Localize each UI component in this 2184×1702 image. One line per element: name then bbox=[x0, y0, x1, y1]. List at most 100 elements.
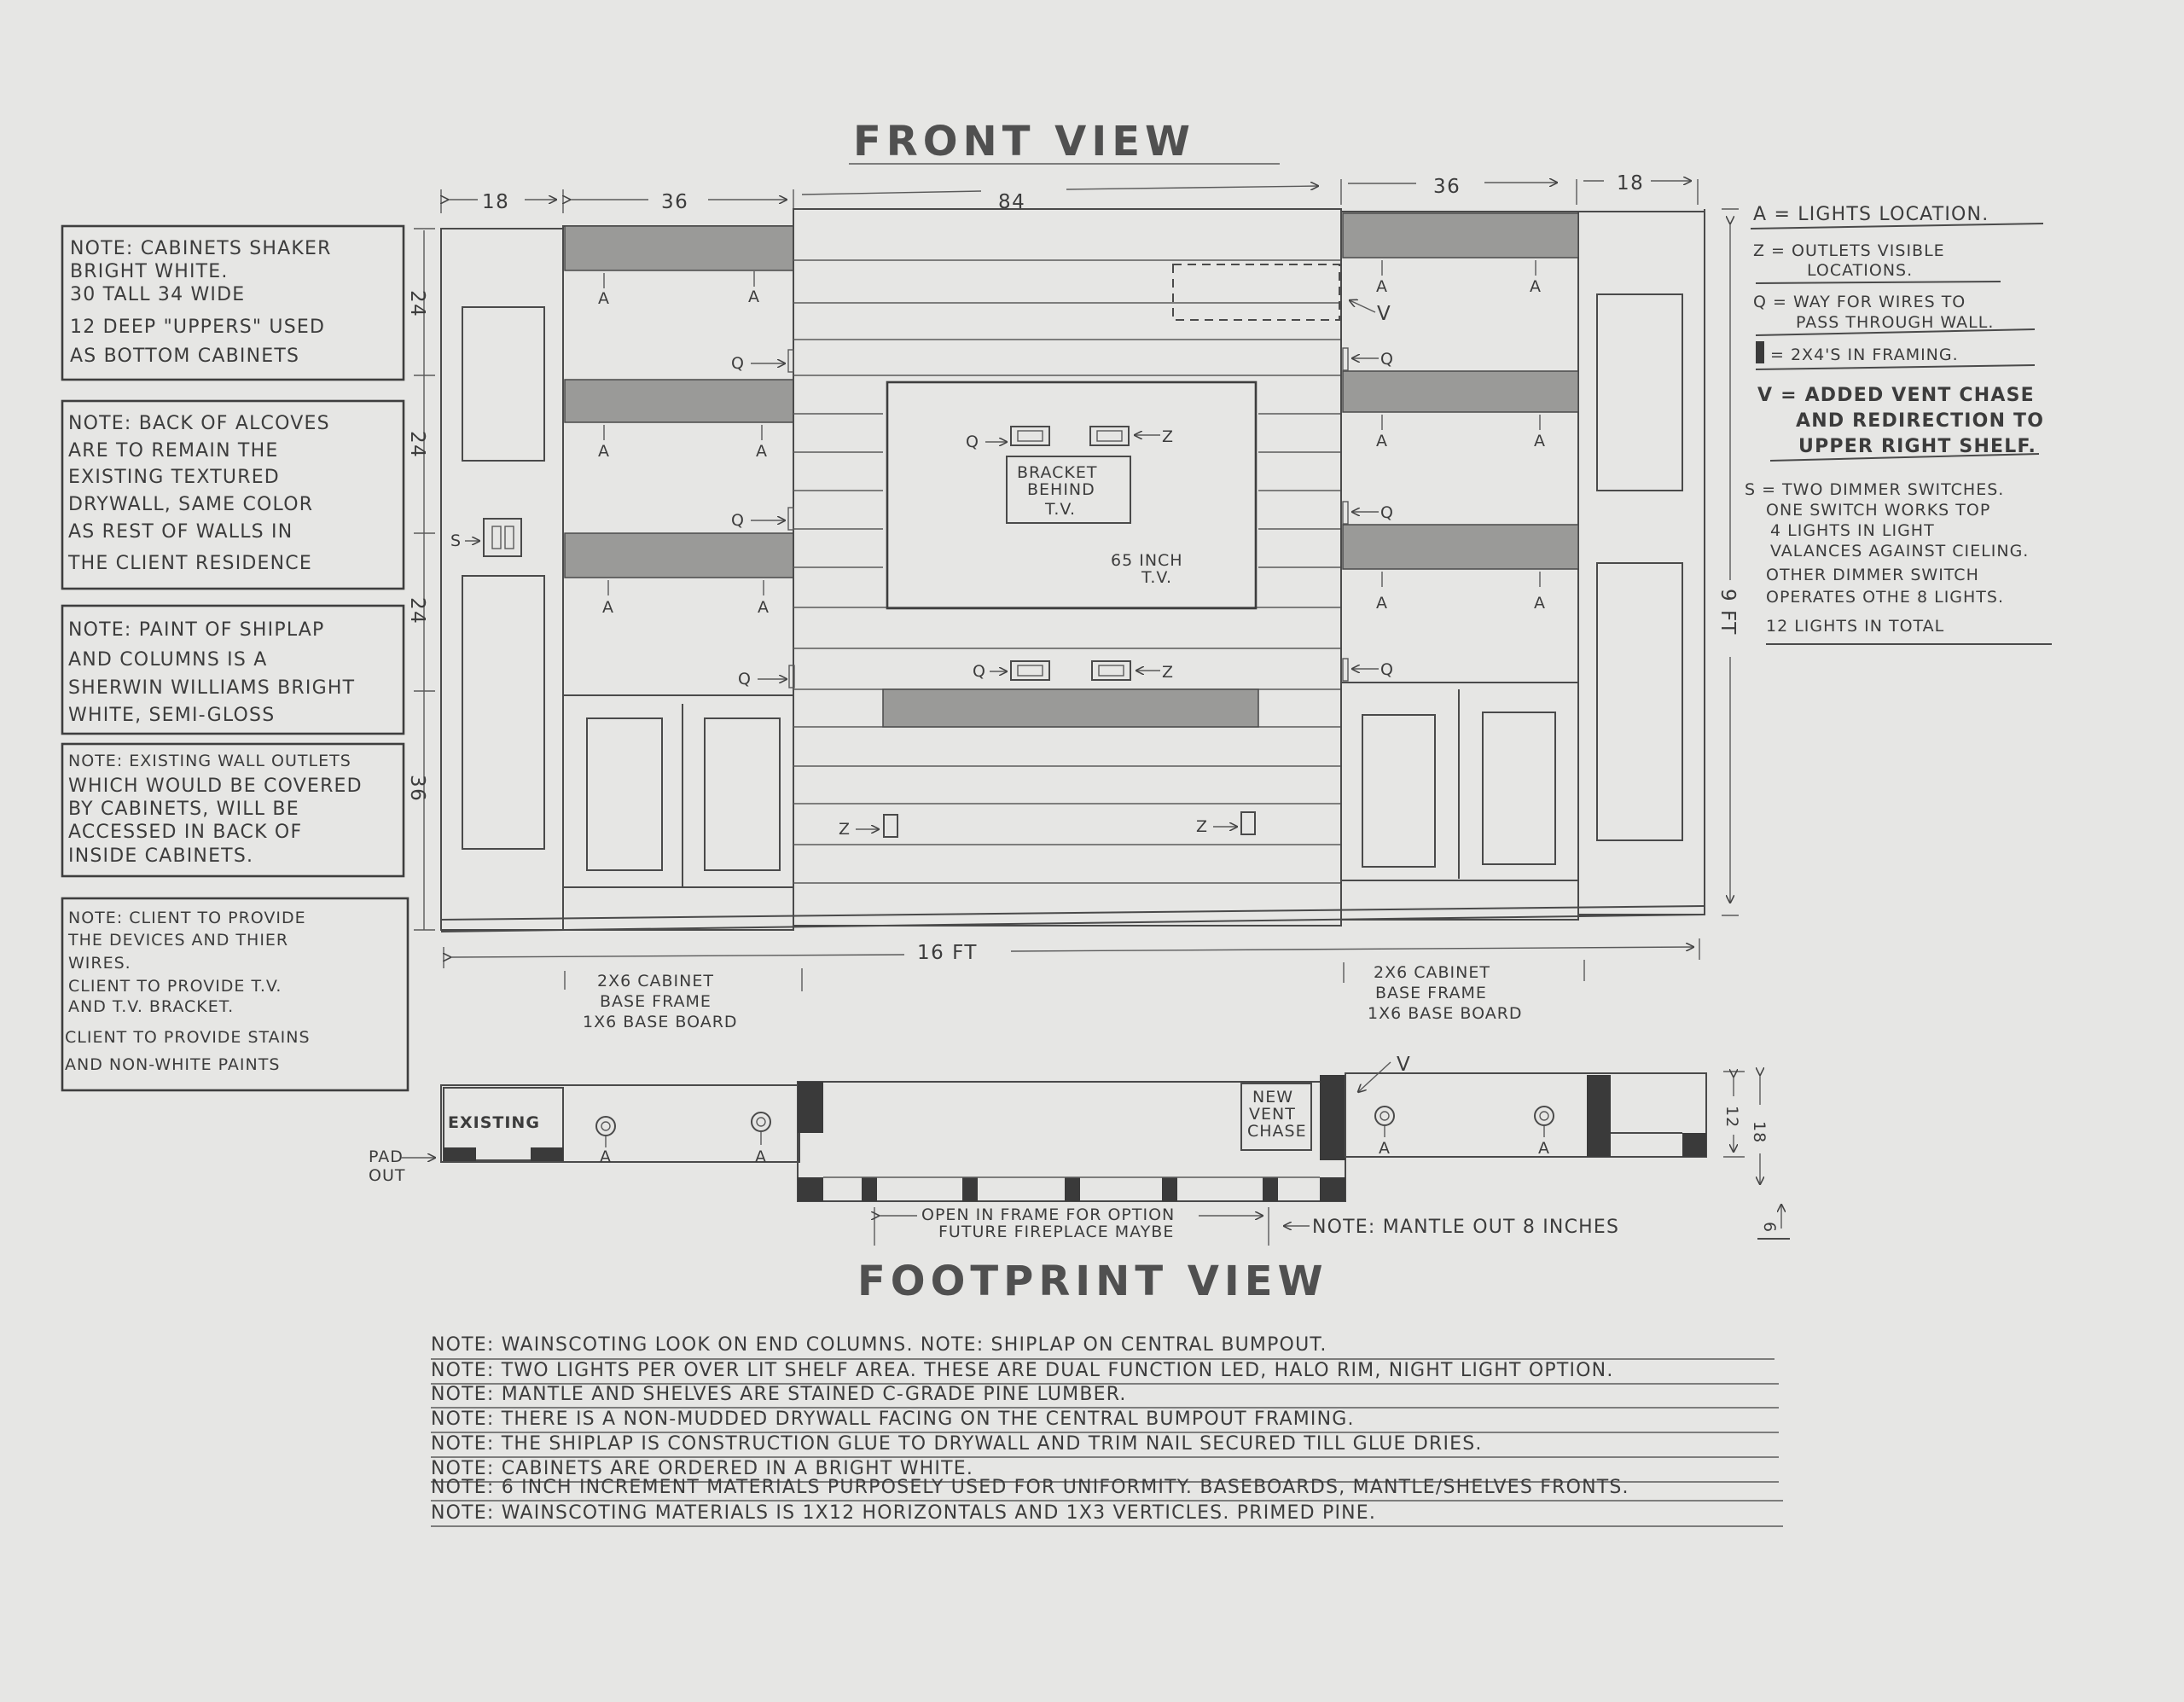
dim-top-84: 84 bbox=[998, 191, 1025, 213]
right-cabinet-door-2 bbox=[1482, 712, 1556, 865]
base-frame-left-2: BASE FRAME bbox=[600, 992, 712, 1011]
right-shelf-2 bbox=[1342, 370, 1579, 413]
svg-text:BRIGHT WHITE.: BRIGHT WHITE. bbox=[70, 261, 229, 282]
q-tv-1: Q bbox=[966, 433, 979, 451]
right-shelf-3 bbox=[1342, 524, 1579, 570]
q-right-1: Q bbox=[1380, 350, 1394, 369]
dim-height-9ft: 9 FT bbox=[1716, 589, 1739, 636]
dim-left-24-a: 24 bbox=[406, 290, 428, 317]
bottom-note-4: NOTE: THERE IS A NON-MUDDED DRYWALL FACI… bbox=[431, 1409, 1355, 1430]
pad-out-label-2: OUT bbox=[369, 1166, 405, 1185]
q-left-3: Q bbox=[738, 670, 752, 688]
svg-text:ACCESSED IN BACK OF: ACCESSED IN BACK OF bbox=[68, 822, 302, 843]
svg-text:A: A bbox=[756, 442, 768, 461]
legend-switch-2: ONE SWITCH WORKS TOP bbox=[1766, 501, 1990, 520]
left-alcove bbox=[562, 225, 794, 931]
bracket-label-3: T.V. bbox=[1044, 500, 1076, 519]
note-paint: NOTE: PAINT OF SHIPLAP AND COLUMNS IS A … bbox=[68, 619, 354, 726]
top-dimension-line bbox=[441, 179, 1699, 213]
svg-text:NOTE: EXISTING WALL OUTLETS: NOTE: EXISTING WALL OUTLETS bbox=[68, 752, 351, 770]
base-frame-right-1: 2X6 CABINET bbox=[1374, 963, 1490, 982]
z-low-right: Z bbox=[1196, 817, 1208, 836]
svg-text:THE DEVICES AND THIER: THE DEVICES AND THIER bbox=[67, 931, 288, 950]
q-right-3: Q bbox=[1380, 660, 1394, 679]
svg-text:A: A bbox=[1376, 432, 1388, 450]
z-low-left: Z bbox=[839, 820, 851, 839]
q-right-2: Q bbox=[1380, 503, 1394, 522]
svg-text:30 TALL 34 WIDE: 30 TALL 34 WIDE bbox=[70, 284, 245, 305]
light-marker-7: A bbox=[1376, 260, 1388, 296]
light-marker-2: A bbox=[748, 271, 759, 306]
svg-text:WIRES.: WIRES. bbox=[68, 954, 131, 973]
svg-text:CLIENT TO PROVIDE STAINS: CLIENT TO PROVIDE STAINS bbox=[65, 1028, 311, 1047]
legend-wires-1: Q = WAY FOR WIRES TO bbox=[1753, 293, 1966, 311]
svg-text:A: A bbox=[1538, 1139, 1550, 1158]
right-alcove bbox=[1340, 211, 1579, 921]
legend-vent-2: AND REDIRECTION TO bbox=[1796, 410, 2044, 432]
fireplace-label-2: FUTURE FIREPLACE MAYBE bbox=[938, 1223, 1174, 1241]
tv-bracket bbox=[1006, 456, 1131, 524]
svg-text:A: A bbox=[598, 289, 610, 308]
svg-text:CLIENT TO PROVIDE T.V.: CLIENT TO PROVIDE T.V. bbox=[68, 977, 282, 996]
vent-chase-outline bbox=[1172, 264, 1340, 321]
svg-text:A: A bbox=[755, 1147, 767, 1166]
light-marker-9: A bbox=[1376, 415, 1388, 450]
footprint-view: EXISTING A A NEW VENT CHASE A A V bbox=[369, 1054, 1790, 1246]
legend-outlets-1: Z = OUTLETS VISIBLE bbox=[1753, 241, 1945, 260]
light-marker-10: A bbox=[1534, 415, 1546, 450]
bottom-note-8: NOTE: WAINSCOTING MATERIALS IS 1X12 HORI… bbox=[431, 1502, 1376, 1524]
wire-pass-markers: Q Q Q Q Q Q Q Q bbox=[731, 347, 1394, 688]
svg-text:A: A bbox=[1534, 432, 1546, 450]
dim-footprint-18: 18 bbox=[1750, 1121, 1769, 1143]
legend-switch-3: 4 LIGHTS IN LIGHT bbox=[1770, 521, 1935, 540]
dim-left-24-b: 24 bbox=[406, 431, 428, 458]
bottom-note-2: NOTE: TWO LIGHTS PER OVER LIT SHELF AREA… bbox=[431, 1360, 1614, 1381]
q-tv-2: Q bbox=[973, 662, 986, 681]
light-marker-6: A bbox=[758, 580, 770, 617]
svg-text:EXISTING TEXTURED: EXISTING TEXTURED bbox=[68, 467, 280, 488]
light-markers: A A A A A A A A A A A A bbox=[598, 260, 1546, 617]
svg-text:INSIDE CABINETS.: INSIDE CABINETS. bbox=[68, 845, 253, 867]
legend-wires-2: PASS THROUGH WALL. bbox=[1796, 313, 1994, 332]
q-left-2: Q bbox=[731, 511, 745, 530]
new-vent-label-2: VENT bbox=[1249, 1105, 1296, 1124]
left-cabinet-door-1 bbox=[586, 717, 663, 871]
front-view-title: FRONT VIEW bbox=[853, 118, 1195, 166]
left-shelf-3 bbox=[564, 532, 794, 578]
light-marker-3: A bbox=[598, 425, 610, 461]
legend-outlets-2: LOCATIONS. bbox=[1807, 261, 1913, 280]
svg-text:A: A bbox=[758, 598, 770, 617]
note-outlets: NOTE: EXISTING WALL OUTLETS WHICH WOULD … bbox=[68, 752, 362, 867]
legend-2x4-swatch bbox=[1756, 341, 1764, 363]
bottom-note-7: NOTE: 6 INCH INCREMENT MATERIALS PURPOSE… bbox=[431, 1477, 1629, 1498]
svg-text:NOTE: CABINETS SHAKER: NOTE: CABINETS SHAKER bbox=[70, 238, 332, 259]
left-dimension-line bbox=[414, 228, 435, 931]
legend-2x4: = 2X4'S IN FRAMING. bbox=[1770, 346, 1959, 364]
base-frame-right-2: BASE FRAME bbox=[1375, 984, 1487, 1002]
note-cabinets: NOTE: CABINETS SHAKER BRIGHT WHITE. 30 T… bbox=[70, 238, 332, 367]
svg-text:12 DEEP "UPPERS" USED: 12 DEEP "UPPERS" USED bbox=[70, 317, 325, 338]
svg-text:AS REST OF WALLS IN: AS REST OF WALLS IN bbox=[68, 521, 293, 543]
tv-size-label-2: T.V. bbox=[1141, 568, 1172, 587]
front-view: S bbox=[440, 208, 1705, 932]
legend: A = LIGHTS LOCATION. Z = OUTLETS VISIBLE… bbox=[1745, 204, 2052, 645]
z-tv-2: Z bbox=[1162, 663, 1174, 682]
bottom-note-5: NOTE: THE SHIPLAP IS CONSTRUCTION GLUE T… bbox=[431, 1433, 1483, 1455]
outlet-markers: Z Z Z Z bbox=[839, 427, 1237, 839]
dim-top-36-left: 36 bbox=[661, 191, 688, 213]
svg-text:A: A bbox=[1376, 277, 1388, 296]
svg-text:THE CLIENT RESIDENCE: THE CLIENT RESIDENCE bbox=[67, 553, 312, 574]
left-shelf-1 bbox=[564, 225, 794, 271]
base-frame-left-1: 2X6 CABINET bbox=[597, 972, 714, 990]
bracket-label-2: BEHIND bbox=[1027, 480, 1095, 499]
bottom-note-1: NOTE: WAINSCOTING LOOK ON END COLUMNS. N… bbox=[431, 1334, 1327, 1356]
svg-text:WHITE, SEMI-GLOSS: WHITE, SEMI-GLOSS bbox=[68, 705, 275, 726]
svg-text:A: A bbox=[1376, 594, 1388, 613]
footprint-view-title: FOOTPRINT VIEW bbox=[857, 1258, 1328, 1305]
svg-text:DRYWALL, SAME COLOR: DRYWALL, SAME COLOR bbox=[68, 494, 313, 515]
vent-marker: V bbox=[1377, 303, 1391, 325]
svg-text:A: A bbox=[1379, 1139, 1391, 1158]
svg-text:A: A bbox=[598, 442, 610, 461]
footprint-vent-marker: V bbox=[1397, 1054, 1411, 1076]
